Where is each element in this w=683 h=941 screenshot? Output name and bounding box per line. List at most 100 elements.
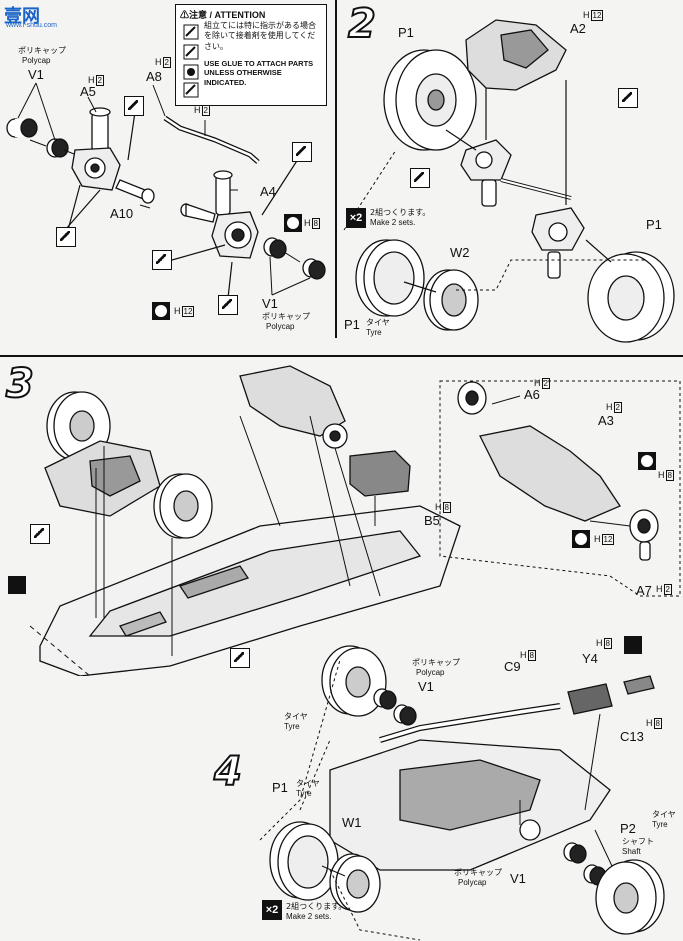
step4-polycap2-en: Polycap [458, 878, 487, 887]
part-label-p1: P1 [398, 25, 414, 40]
h2-badge-number: 2 [162, 57, 171, 68]
step2-tyre-en: Tyre [366, 328, 382, 337]
part-label-v1: V1 [418, 679, 434, 694]
attention-box: ⚠注意 / ATTENTION 組立てには特に指示がある場合を除いて接着剤を使用… [175, 4, 327, 106]
step4-tyre3-en: Tyre [652, 820, 668, 829]
step3-drawing [29, 365, 681, 676]
step1-polycap2-jp: ポリキャップ [262, 312, 310, 321]
cement-icon [572, 530, 590, 548]
step4-make-jp: 2組つくります。 [286, 902, 347, 911]
glue-icon [230, 648, 250, 668]
part-label-a10: A10 [110, 206, 134, 221]
part-label-p2: P2 [620, 821, 636, 836]
h12-badge-number: 12 [590, 10, 604, 21]
h8-badge-number: 8 [311, 218, 320, 229]
cement-icon [284, 214, 302, 232]
h8-badge-number: 8 [603, 638, 612, 649]
step1-polycap-en: Polycap [22, 56, 51, 65]
part-label-a2: A2 [570, 21, 586, 36]
part-label-c9: C9 [504, 659, 521, 674]
h2-badge-number: 2 [95, 75, 104, 86]
cement-brush-icon [624, 636, 642, 654]
make-2-sets-icon: ×2 [262, 900, 282, 920]
part-label-a6: A6 [524, 387, 540, 402]
part-label-v1: V1 [28, 67, 44, 82]
step2-drawing [343, 19, 675, 343]
h8-badge-number: 8 [442, 502, 451, 513]
step-number-2: 2 [347, 1, 377, 47]
step4-polycap-jp: ポリキャップ [412, 658, 460, 667]
part-label-v1: V1 [510, 871, 526, 886]
warning-icon [183, 24, 199, 98]
glue-icon [30, 524, 50, 544]
part-label-p1: P1 [272, 780, 288, 795]
attention-text-en: USE GLUE TO ATTACH PARTS UNLESS OTHERWIS… [204, 59, 314, 87]
h2-badge-number: 2 [663, 584, 672, 595]
part-label-w1: W1 [342, 815, 362, 830]
h12-badge-number: 12 [181, 306, 195, 317]
h8-badge-number: 8 [665, 470, 674, 481]
step2-make-en: Make 2 sets. [370, 218, 416, 227]
part-label-a8: A8 [146, 69, 162, 84]
watermark-url: www.i-shuu.com [6, 22, 57, 29]
cement-icon [638, 452, 656, 470]
make-2-sets-icon: ×2 [346, 208, 366, 228]
part-label-a4: A4 [260, 184, 276, 199]
glue-icon [56, 227, 76, 247]
step4-shaft-en: Shaft [622, 847, 641, 856]
step1-polycap2-en: Polycap [266, 322, 295, 331]
h2-badge-number: 2 [613, 402, 622, 413]
step1-drawing [6, 82, 326, 299]
part-label-a3: A3 [598, 413, 614, 428]
part-label-w2: W2 [450, 245, 470, 260]
h8-badge-number: 8 [653, 718, 662, 729]
part-label-b5: B5 [424, 513, 440, 528]
part-label-a5: A5 [80, 84, 96, 99]
part-label-v1: V1 [262, 296, 278, 311]
part-label-y4: Y4 [582, 651, 598, 666]
step4-make-en: Make 2 sets. [286, 912, 332, 921]
step-number-3: 3 [5, 361, 35, 407]
cement-icon [152, 302, 170, 320]
h12-badge-number: 12 [601, 534, 615, 545]
step4-tyre2-jp: タイヤ [296, 779, 320, 788]
attention-title: ⚠注意 / ATTENTION [180, 10, 266, 20]
glue-icon [618, 88, 638, 108]
step4-polycap2-jp: ポリキャップ [454, 868, 502, 877]
step2-make-jp: 2組つくります。 [370, 208, 431, 217]
step4-tyre3-jp: タイヤ [652, 810, 676, 819]
glue-icon [292, 142, 312, 162]
watermark-logo: 壹网 [4, 6, 40, 26]
h2-badge-number: 2 [541, 378, 550, 389]
step4-tyre2-en: Tyre [296, 789, 312, 798]
part-label-c13: C13 [620, 729, 644, 744]
step4-shaft-jp: シャフト [622, 837, 654, 846]
glue-icon [218, 295, 238, 315]
glue-icon [410, 168, 430, 188]
glue-icon [152, 250, 172, 270]
step4-polycap-en: Polycap [416, 668, 445, 677]
glue-icon [124, 96, 144, 116]
step-number-4: 4 [213, 749, 243, 795]
step4-drawing [259, 645, 665, 941]
step4-tyre1-en: Tyre [284, 722, 300, 731]
step4-tyre1-jp: タイヤ [284, 712, 308, 721]
part-label-a7: A7 [636, 583, 652, 598]
attention-text-jp: 組立てには特に指示がある場合を除いて接着剤を使用してください。 [204, 21, 316, 51]
step1-polycap-jp: ポリキャップ [18, 46, 66, 55]
